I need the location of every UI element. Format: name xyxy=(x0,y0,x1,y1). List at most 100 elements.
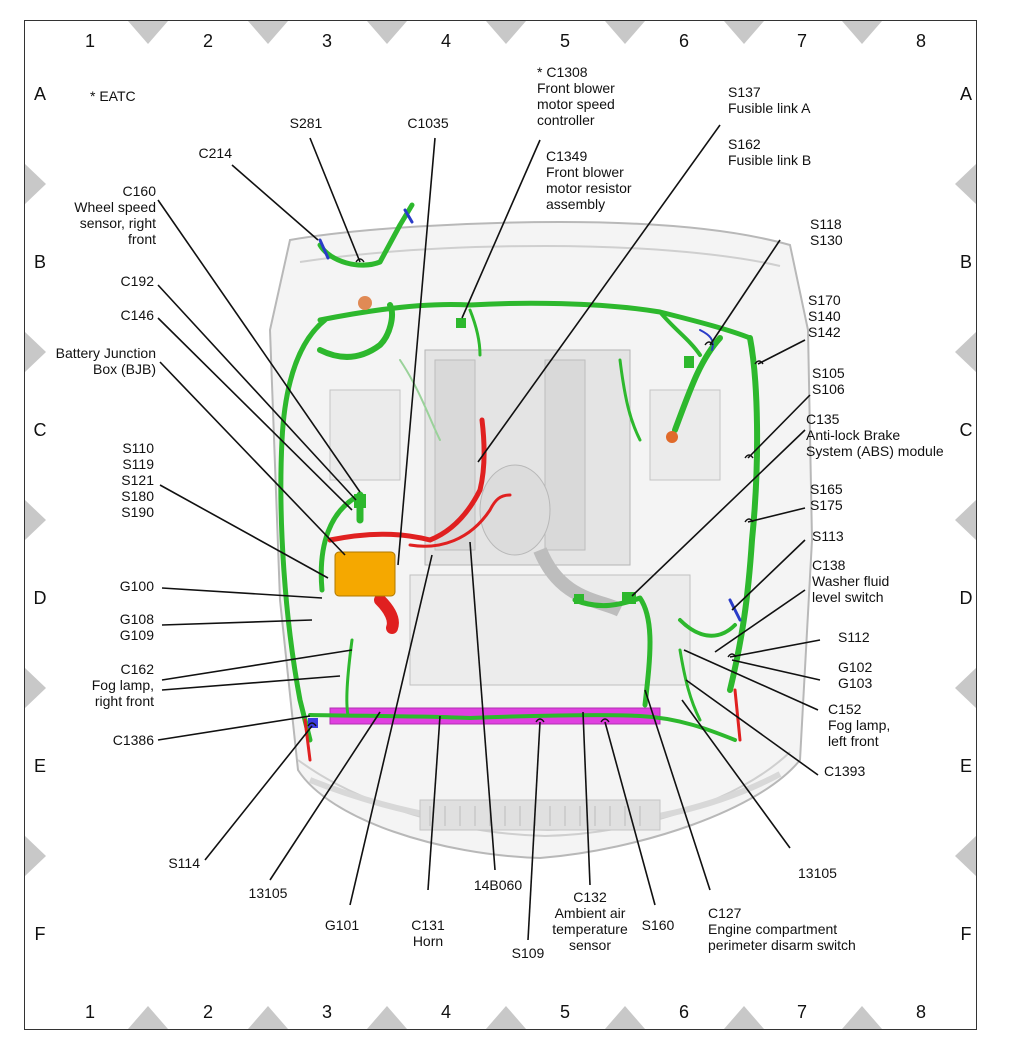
right-marker xyxy=(955,500,976,540)
leader-c132 xyxy=(582,711,591,886)
callout-line: S118 xyxy=(810,216,842,232)
leader-s113 xyxy=(731,539,806,611)
callout-g100: G100 xyxy=(120,578,154,594)
callout-line: S140 xyxy=(808,308,841,324)
right-marker xyxy=(955,836,976,876)
callout-line: 14B060 xyxy=(474,877,522,893)
callout-line: controller xyxy=(537,112,595,128)
column-label-top: 1 xyxy=(85,31,95,51)
leader-c127 xyxy=(644,689,711,891)
row-label-left: B xyxy=(34,252,46,272)
grid-markers xyxy=(25,21,976,1029)
splice-markers xyxy=(307,258,764,727)
left-marker xyxy=(25,164,46,204)
callout-line: S106 xyxy=(812,381,845,397)
callout-line: S130 xyxy=(810,232,843,248)
callout-line: S119 xyxy=(122,456,154,472)
column-label-bottom: 2 xyxy=(203,1002,213,1022)
callout-c1035: C1035 xyxy=(407,115,448,131)
callout-line: C1349 xyxy=(546,148,587,164)
callout-c1393: C1393 xyxy=(824,763,865,779)
leader-s118 xyxy=(709,239,781,346)
callout-line: motor resistor xyxy=(546,180,632,196)
callout-line: Fusible link B xyxy=(728,152,811,168)
callout-g101: G101 xyxy=(325,917,359,933)
callout-line: C1035 xyxy=(407,115,448,131)
bottom-marker xyxy=(842,1006,882,1029)
leader-c138 xyxy=(714,589,806,653)
callout-line: Ambient air xyxy=(555,905,626,921)
top-marker xyxy=(486,21,526,44)
callout-line: S190 xyxy=(121,504,154,520)
leader-c135 xyxy=(631,429,806,597)
column-label-top: 4 xyxy=(441,31,451,51)
callout-line: S162 xyxy=(728,136,761,152)
callout-line: * C1308 xyxy=(537,64,588,80)
top-marker xyxy=(367,21,407,44)
callout-line: sensor xyxy=(569,937,611,953)
callout-line: C162 xyxy=(121,661,155,677)
callout-line: C160 xyxy=(123,183,157,199)
left-marker xyxy=(25,668,46,708)
callout-c192: C192 xyxy=(121,273,155,289)
callout-s113: S113 xyxy=(812,528,844,544)
callout-line: S137 xyxy=(728,84,761,100)
callout-line: Horn xyxy=(413,933,443,949)
column-label-top: 6 xyxy=(679,31,689,51)
callout-c214: C214 xyxy=(199,145,233,161)
leader-s137 xyxy=(477,124,721,463)
callout-line: S114 xyxy=(168,855,200,871)
callout-line: C146 xyxy=(121,307,155,323)
leader-s105 xyxy=(747,394,811,459)
leader-c192 xyxy=(157,284,357,501)
row-label-right: B xyxy=(960,252,972,272)
column-label-bottom: 8 xyxy=(916,1002,926,1022)
row-label-right: D xyxy=(960,588,973,608)
callout-line: Engine compartment xyxy=(708,921,837,937)
leader-c160 xyxy=(157,199,361,493)
callout-line: C135 xyxy=(806,411,840,427)
bottom-marker xyxy=(248,1006,288,1029)
callout-s109: S109 xyxy=(512,945,545,961)
callout-n13105b: 13105 xyxy=(798,865,837,881)
leader-g108 xyxy=(161,619,313,626)
callout-s114: S114 xyxy=(168,855,200,871)
callout-line: G103 xyxy=(838,675,872,691)
callout-line: Fusible link A xyxy=(728,100,811,116)
row-label-left: C xyxy=(34,420,47,440)
top-marker xyxy=(248,21,288,44)
callout-line: C152 xyxy=(828,701,862,717)
column-label-bottom: 5 xyxy=(560,1002,570,1022)
bottom-marker xyxy=(605,1006,645,1029)
leader-s110 xyxy=(159,484,329,579)
column-label-bottom: 3 xyxy=(322,1002,332,1022)
column-label-top: 8 xyxy=(916,31,926,51)
callout-line: S175 xyxy=(810,497,843,513)
leader-s112 xyxy=(729,639,821,658)
leader-14b060 xyxy=(469,541,496,871)
callout-line: S105 xyxy=(812,365,845,381)
right-marker xyxy=(955,332,976,372)
callout-line: C192 xyxy=(121,273,155,289)
callout-line: Front blower xyxy=(546,164,624,180)
callout-line: G109 xyxy=(120,627,154,643)
column-label-top: 5 xyxy=(560,31,570,51)
leader-g100 xyxy=(161,587,323,599)
callout-line: motor speed xyxy=(537,96,615,112)
vehicle-body xyxy=(268,220,814,860)
row-label-right: A xyxy=(960,84,972,104)
column-label-top: 7 xyxy=(797,31,807,51)
callout-line: C132 xyxy=(573,889,607,905)
